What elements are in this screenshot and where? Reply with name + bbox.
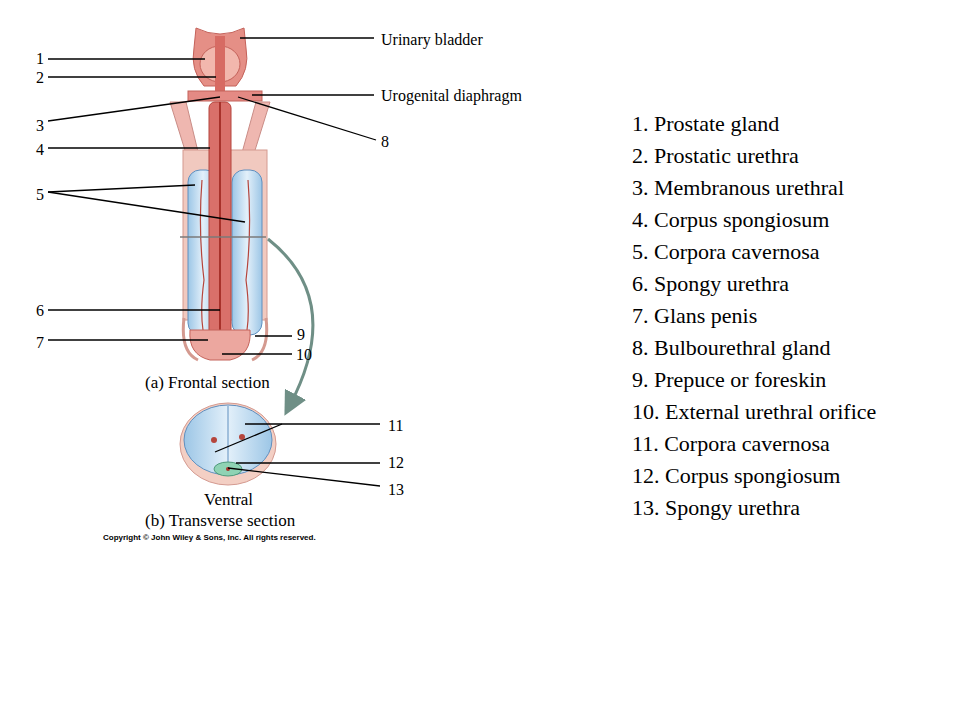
callout-number: 5 [36,186,44,204]
callout-number: 6 [36,302,44,320]
legend-list-item: 8. Bulbourethral gland [632,336,831,360]
legend-list-item: 10. External urethral orifice [632,400,876,424]
structure-label: Urogenital diaphragm [381,87,522,105]
legend-list-item: 13. Spongy urethra [632,496,800,520]
callout-number: 9 [297,326,305,344]
callout-number: 1 [36,50,44,68]
legend-list-item: 7. Glans penis [632,304,757,328]
callout-number: 8 [381,133,389,151]
callout-number: 7 [36,334,44,352]
callout-number: 12 [388,454,404,472]
callout-number: 13 [388,481,404,499]
callout-number: 3 [36,117,44,135]
legend-list-item: 6. Spongy urethra [632,272,789,296]
callout-number: 11 [388,417,403,435]
legend-list-item: 2. Prostatic urethra [632,144,799,168]
legend-list-item: 3. Membranous urethral [632,176,844,200]
legend-list-item: 12. Corpus spongiosum [632,464,840,488]
callout-number: 10 [296,346,312,364]
legend-list-item: 1. Prostate gland [632,112,779,136]
structure-label: Urinary bladder [381,31,483,49]
structure-label: Ventral [204,491,253,510]
legend-list-item: 4. Corpus spongiosum [632,208,829,232]
callout-number: 4 [36,141,44,159]
structure-label: (b) Transverse section [145,512,295,531]
legend-list-item: 5. Corpora cavernosa [632,240,820,264]
structure-label: Copyright © John Wiley & Sons, Inc. All … [103,534,316,543]
legend-list-item: 9. Prepuce or foreskin [632,368,826,392]
callout-number: 2 [36,69,44,87]
structure-label: (a) Frontal section [145,374,270,393]
legend-list-item: 11. Corpora cavernosa [632,432,830,456]
